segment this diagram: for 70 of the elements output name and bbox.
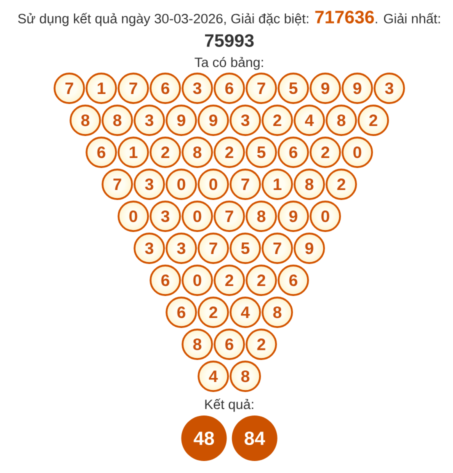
number-ball: 7 xyxy=(198,232,229,264)
label-text: Kết quả: xyxy=(205,398,254,412)
number-ball: 0 xyxy=(198,168,229,200)
number-ball: 8 xyxy=(102,104,133,136)
number-ball: 0 xyxy=(166,168,197,200)
label-text: Ta có bảng: xyxy=(194,56,263,70)
number-ball: 5 xyxy=(246,136,277,168)
number-ball: 8 xyxy=(182,328,213,360)
number-ball: 2 xyxy=(246,328,277,360)
number-ball: 2 xyxy=(246,264,277,296)
number-ball: 8 xyxy=(246,200,277,232)
number-ball: 9 xyxy=(342,72,373,104)
number-ball: 5 xyxy=(278,72,309,104)
number-ball: 6 xyxy=(214,72,245,104)
number-ball: 6 xyxy=(214,328,245,360)
number-ball: 4 xyxy=(294,104,325,136)
number-ball: 1 xyxy=(118,136,149,168)
number-ball: 1 xyxy=(86,72,117,104)
number-ball: 6 xyxy=(86,136,117,168)
number-ball: 8 xyxy=(182,136,213,168)
number-ball: 7 xyxy=(214,200,245,232)
number-ball: 3 xyxy=(134,104,165,136)
number-ball: 6 xyxy=(166,296,197,328)
number-ball: 2 xyxy=(310,136,341,168)
number-ball: 2 xyxy=(358,104,389,136)
number-ball: 3 xyxy=(374,72,405,104)
number-ball: 1 xyxy=(262,168,293,200)
number-ball: 0 xyxy=(182,200,213,232)
number-ball: 0 xyxy=(310,200,341,232)
number-ball: 6 xyxy=(150,264,181,296)
number-ball: 7 xyxy=(102,168,133,200)
number-ball: 2 xyxy=(262,104,293,136)
number-ball: 5 xyxy=(230,232,261,264)
result-ball: 48 xyxy=(181,416,227,462)
number-ball: 3 xyxy=(182,72,213,104)
number-ball: 2 xyxy=(214,264,245,296)
number-ball: 7 xyxy=(246,72,277,104)
number-ball: 4 xyxy=(198,360,229,392)
number-ball: 6 xyxy=(278,136,309,168)
number-ball: 7 xyxy=(54,72,85,104)
number-ball: 2 xyxy=(214,136,245,168)
number-ball: 0 xyxy=(342,136,373,168)
result-ball: 84 xyxy=(232,416,278,462)
number-ball: 2 xyxy=(198,296,229,328)
number-ball: 9 xyxy=(166,104,197,136)
number-ball: 8 xyxy=(262,296,293,328)
number-ball: 3 xyxy=(230,104,261,136)
number-ball: 6 xyxy=(278,264,309,296)
heading: Sử dụng kết quả ngày 30-03-2026, Giải đặc biệt: 717636. Giải nhất: 75993 xyxy=(18,10,440,47)
number-ball: 9 xyxy=(294,232,325,264)
number-ball: 8 xyxy=(326,104,357,136)
number-ball: 8 xyxy=(70,104,101,136)
number-ball: 2 xyxy=(326,168,357,200)
number-ball: 8 xyxy=(230,360,261,392)
number-ball: 0 xyxy=(182,264,213,296)
number-ball: 3 xyxy=(150,200,181,232)
number-ball: 3 xyxy=(166,232,197,264)
number-ball: 4 xyxy=(230,296,261,328)
number-ball: 7 xyxy=(118,72,149,104)
number-ball: 0 xyxy=(118,200,149,232)
number-ball: 9 xyxy=(198,104,229,136)
number-ball: 9 xyxy=(278,200,309,232)
number-ball: 3 xyxy=(134,232,165,264)
number-ball: 6 xyxy=(150,72,181,104)
number-ball: 2 xyxy=(150,136,181,168)
number-ball: 7 xyxy=(230,168,261,200)
number-ball: 8 xyxy=(294,168,325,200)
number-ball: 3 xyxy=(134,168,165,200)
number-ball: 9 xyxy=(310,72,341,104)
number-ball: 7 xyxy=(262,232,293,264)
